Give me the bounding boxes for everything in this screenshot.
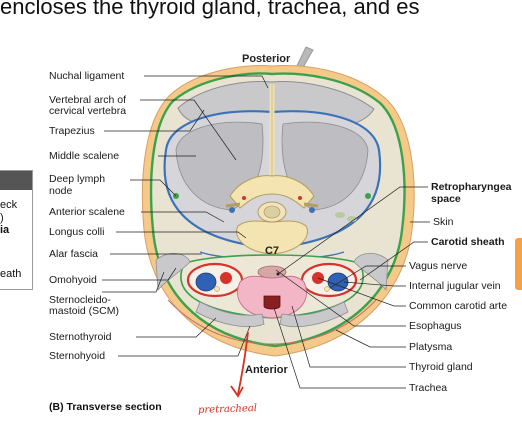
label-carotid-sheath: Carotid sheath [431,236,505,248]
label-deep-lymph-node: Deep lymph [49,173,106,185]
label-platysma: Platysma [409,341,453,353]
handwritten-note: pretracheal [197,402,258,417]
label-anterior-scalene: Anterior scalene [49,206,125,218]
label-vertebral-arch: Vertebral arch of [49,94,127,106]
posterior-label: Posterior [242,53,291,65]
label-esophagus: Esophagus [409,320,462,332]
platysma [167,299,377,345]
page-heading: encloses the thyroid gland, trachea, and… [0,0,420,19]
label-thyroid-gland: Thyroid gland [409,361,473,373]
label-sternothyroid: Sternothyroid [49,331,112,343]
vertebral-arch [229,175,315,209]
handwritten-arrow-icon [237,331,249,395]
label-middle-scalene: Middle scalene [49,150,120,162]
label-retropharyngeal-space-line2: space [431,193,461,205]
label-skin: Skin [433,216,454,228]
left-cropped-panel: eck ) ia eath [0,170,33,290]
vertebra-label: C7 [265,245,279,257]
label-nuchal-ligament: Nuchal ligament [49,70,125,82]
trachea [263,295,281,310]
label-alar-fascia: Alar fascia [49,248,99,260]
right-cropped-chip [515,238,522,290]
left-panel-text: ) [0,212,4,224]
left-panel-header-bar [0,171,32,190]
label-vagus-nerve: Vagus nerve [409,260,468,272]
label-sternohyoid: Sternohyoid [49,350,106,362]
label-retropharyngeal-space: Retropharyngea [431,181,512,193]
vertebral-body [236,220,308,255]
figure-caption: (B) Transverse section [49,401,162,413]
left-panel-text: eath [0,268,22,280]
label-sternocleidomastoid: Sternocleido- [49,294,111,306]
left-panel-text: ia [0,224,10,236]
label-omohyoid: Omohyoid [49,274,97,286]
label-longus-colli: Longus colli [49,226,105,238]
anterior-label: Anterior [245,364,288,376]
label-sternocleidomastoid-line2: mastoid (SCM) [49,305,120,317]
label-common-carotid-artery: Common carotid arte [409,300,508,312]
label-vertebral-arch-line2: cervical vertebra [49,105,127,117]
label-trapezius: Trapezius [49,125,95,137]
esophagus [257,265,287,279]
lymph-node [365,193,371,199]
label-internal-jugular-vein: Internal jugular vein [409,280,501,292]
left-panel-text: eck [0,199,18,211]
label-trachea: Trachea [409,382,448,394]
label-deep-lymph-node-line2: node [49,185,73,197]
